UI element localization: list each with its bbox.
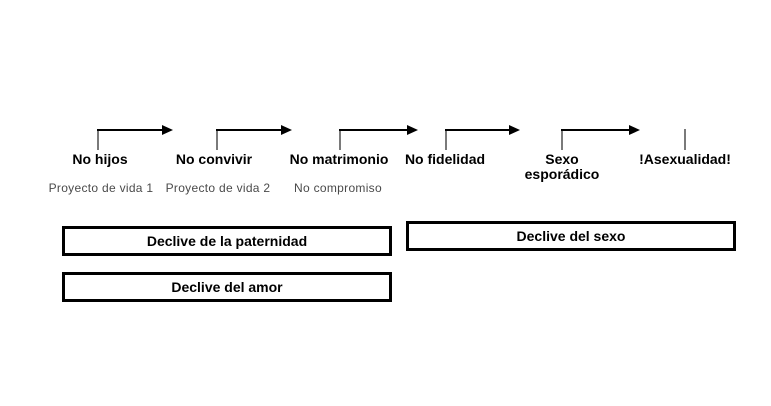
box-declive-sexo: Declive del sexo bbox=[406, 221, 736, 251]
connector-stem-6 bbox=[684, 129, 686, 150]
stage-label-no-matrimonio: No matrimonio bbox=[289, 151, 389, 167]
arrow-head-5 bbox=[629, 125, 640, 135]
box-declive-amor: Declive del amor bbox=[62, 272, 392, 302]
box-declive-amor-label: Declive del amor bbox=[171, 279, 283, 295]
arrow-line-2 bbox=[216, 129, 281, 131]
connector-stem-1 bbox=[97, 129, 99, 150]
stage-sublabel-proyecto-de-vida-2: Proyecto de vida 2 bbox=[165, 181, 271, 195]
arrow-line-4 bbox=[445, 129, 509, 131]
stage-sublabel-no-compromiso: No compromiso bbox=[294, 181, 382, 195]
arrow-head-2 bbox=[281, 125, 292, 135]
arrow-head-3 bbox=[407, 125, 418, 135]
connector-stem-5 bbox=[561, 129, 563, 150]
stage-label-no-hijos: No hijos bbox=[72, 151, 128, 167]
box-declive-paternidad: Declive de la paternidad bbox=[62, 226, 392, 256]
stage-sublabel-proyecto-de-vida-1: Proyecto de vida 1 bbox=[48, 181, 154, 195]
stage-label-no-convivir: No convivir bbox=[175, 151, 253, 167]
connector-stem-4 bbox=[445, 129, 447, 150]
connector-stem-2 bbox=[216, 129, 218, 150]
stage-label-sexo-esporadico: Sexo esporádico bbox=[524, 151, 600, 182]
stage-label-asexualidad: !Asexualidad! bbox=[639, 151, 731, 167]
connector-stem-3 bbox=[339, 129, 341, 150]
arrow-line-1 bbox=[97, 129, 162, 131]
arrow-head-1 bbox=[162, 125, 173, 135]
box-declive-paternidad-label: Declive de la paternidad bbox=[146, 233, 308, 249]
arrow-line-5 bbox=[561, 129, 629, 131]
arrow-line-3 bbox=[339, 129, 407, 131]
stage-label-no-fidelidad: No fidelidad bbox=[404, 151, 486, 167]
box-declive-sexo-label: Declive del sexo bbox=[516, 228, 626, 244]
arrow-head-4 bbox=[509, 125, 520, 135]
